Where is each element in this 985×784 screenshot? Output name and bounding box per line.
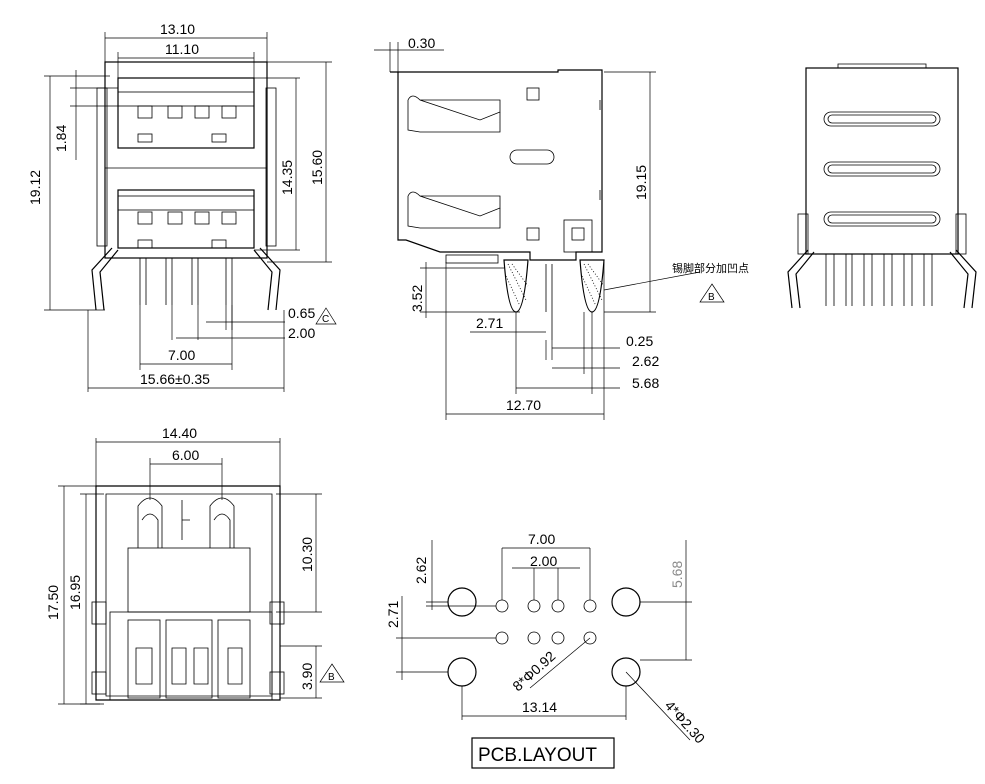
rear-view: [787, 63, 977, 309]
dim-top-width-outer: 13.10: [160, 21, 195, 37]
dim-side-plate: 0.30: [408, 35, 435, 51]
pcb-layout: 7.00 2.00 2.62 2.71 5.68 8*Φ0.92 13.14 4…: [385, 531, 709, 769]
dim-side-d: 5.68: [632, 375, 659, 391]
dim-pcb-v-a: 2.62: [413, 557, 429, 584]
dim-side-b: 0.25: [626, 333, 653, 349]
dim-pcb-small-holes: 8*Φ0.92: [509, 648, 558, 695]
dim-side-c: 2.62: [632, 353, 659, 369]
dim-bottom-h-total: 17.50: [45, 585, 61, 620]
dim-bottom-width: 14.40: [162, 425, 197, 441]
dim-body-width: 15.66±0.35: [140, 371, 210, 387]
pcb-layout-title: PCB.LAYOUT: [478, 745, 597, 766]
dim-side-depth: 12.70: [506, 397, 541, 413]
marker-b2: B: [328, 672, 335, 683]
dim-pcb-pin-pitch: 2.00: [530, 553, 557, 569]
dim-left-small: 1.84: [53, 125, 69, 152]
dim-pin-span: 7.00: [168, 347, 195, 363]
dim-pcb-mount-span: 13.14: [522, 699, 557, 715]
dim-bottom-h-b: 10.30: [299, 537, 315, 572]
dim-pcb-mount-holes: 4*Φ2.30: [662, 697, 709, 746]
dim-side-peg: 3.52: [409, 285, 425, 312]
dim-left-height-total: 19.12: [27, 170, 43, 205]
dim-bottom-inner: 6.00: [172, 447, 199, 463]
dim-inner-height-a: 14.35: [279, 160, 295, 195]
marker-b: B: [708, 292, 715, 303]
dim-bottom-h-c: 3.90: [299, 663, 315, 690]
dim-pcb-v-c: 5.68: [669, 561, 685, 588]
bottom-view: 14.40 6.00 17.50 16.95 10.30 3.90 B: [45, 425, 345, 705]
dim-side-height: 19.15: [633, 165, 649, 200]
dim-pcb-v-b: 2.71: [385, 601, 401, 628]
dim-pin-offset: 0.65: [288, 305, 315, 321]
dim-top-width-inner: 11.10: [165, 41, 199, 57]
front-view: 13.10 11.10 19.12 1.84 14.35 15.60 0.65 …: [27, 21, 337, 392]
dim-side-a: 2.71: [476, 315, 503, 331]
dim-inner-height-b: 15.60: [309, 150, 325, 185]
dim-pin-pitch: 2.00: [288, 325, 315, 341]
dim-bottom-h-a: 16.95: [67, 575, 83, 610]
dim-pcb-pin-span: 7.00: [528, 531, 555, 547]
marker-c: C: [322, 314, 329, 325]
tin-note: 锡脚部分加凹点: [672, 261, 749, 275]
side-view: 0.30 19.15 3.52 2.71 0.25 2.62 5.68 12.7…: [374, 35, 749, 420]
